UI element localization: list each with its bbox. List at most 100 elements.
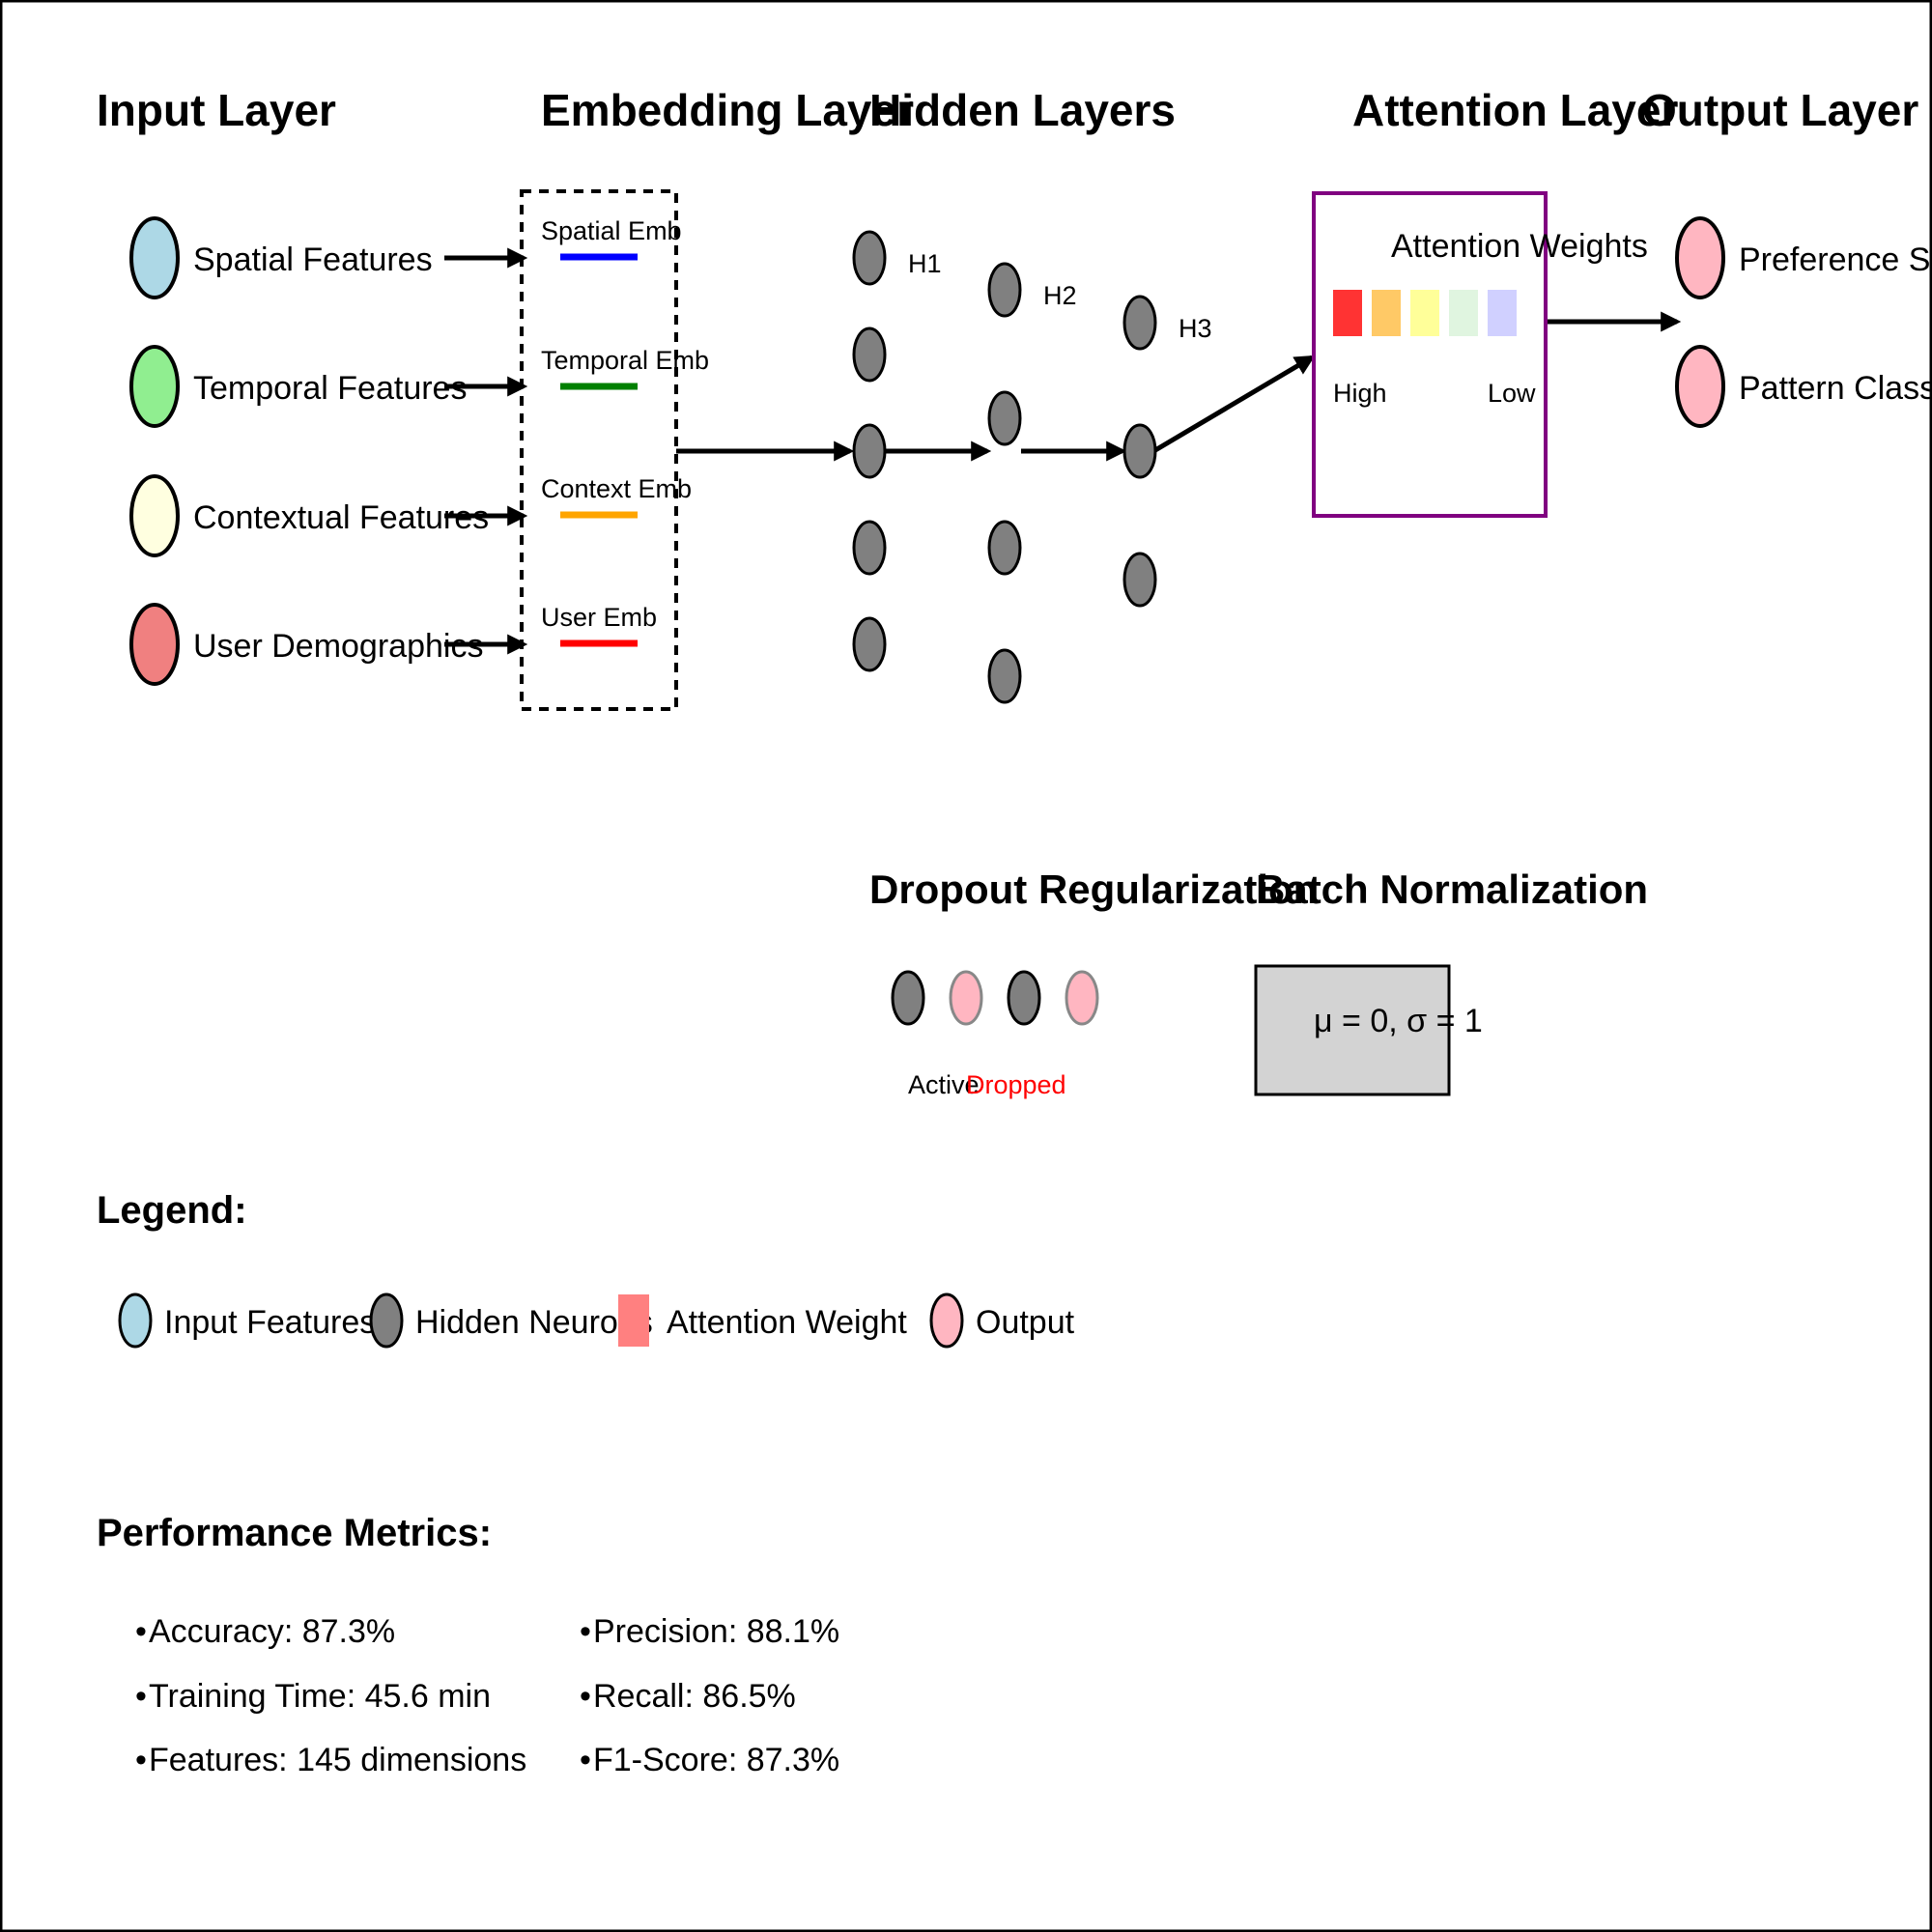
metric-bullet: •	[135, 1678, 147, 1715]
input-layer-title: Input Layer	[97, 85, 336, 135]
output-layer-title: Output Layer	[1642, 85, 1918, 135]
batchnorm-title: Batch Normalization	[1256, 867, 1648, 912]
metrics-right: • Precision: 88.1% • Recall: 86.5% • F1-…	[580, 1613, 839, 1778]
attention-weight-cell	[1410, 290, 1439, 336]
embedding-label-user: User Emb	[541, 603, 657, 632]
hidden-neuron	[1122, 423, 1157, 479]
metric-f1: F1-Score: 87.3%	[593, 1742, 839, 1778]
metric-training-time: Training Time: 45.6 min	[149, 1678, 491, 1715]
input-label-contextual: Contextual Features	[193, 499, 489, 536]
batchnorm-box	[1254, 964, 1451, 1096]
metric-bullet: •	[580, 1613, 591, 1650]
legend-hidden-neurons: Hidden Neurons	[369, 1293, 653, 1349]
output-label-preference: Preference Score	[1739, 242, 1932, 278]
input-node-demographics: User Demographics	[129, 603, 483, 686]
hidden-label-h2: H2	[1043, 281, 1077, 310]
metric-bullet: •	[135, 1613, 147, 1650]
hidden-neuron	[852, 520, 887, 576]
embedding-temporal: Temporal Emb	[541, 346, 709, 390]
metric-precision: Precision: 88.1%	[593, 1613, 839, 1650]
metric-bullet: •	[580, 1678, 591, 1715]
legend-attention-label: Attention Weight	[667, 1304, 907, 1341]
arrow	[1153, 355, 1316, 453]
dropout-dropped-neuron	[949, 970, 983, 1026]
attention-high-label: High	[1333, 379, 1387, 408]
hidden-layers-title: Hidden Layers	[869, 85, 1176, 135]
attention-weights-title: Attention Weights	[1391, 228, 1648, 265]
embedding-user: User Emb	[541, 603, 657, 647]
embedding-box	[520, 189, 678, 711]
metric-bullet: •	[580, 1742, 591, 1778]
input-node-temporal: Temporal Features	[129, 345, 467, 428]
hidden-neuron	[987, 390, 1022, 446]
hidden-neuron	[852, 423, 887, 479]
dropout-dropped-neuron	[1065, 970, 1099, 1026]
attention-layer-title: Attention Layer	[1352, 85, 1678, 135]
metrics-left: • Accuracy: 87.3% • Training Time: 45.6 …	[135, 1613, 526, 1778]
embedding-spatial: Spatial Emb	[541, 216, 682, 261]
hidden-neuron	[987, 262, 1022, 318]
hidden-neuron	[852, 230, 887, 286]
input-label-temporal: Temporal Features	[193, 370, 467, 407]
attention-box	[1312, 191, 1548, 518]
hidden-layer-h1	[852, 230, 887, 672]
output-label-pattern: Pattern Class	[1739, 370, 1932, 407]
metric-recall: Recall: 86.5%	[593, 1678, 796, 1715]
metric-accuracy: Accuracy: 87.3%	[149, 1613, 395, 1650]
dropout-dropped-label: Dropped	[966, 1070, 1066, 1099]
attention-weight-cell	[1333, 290, 1362, 336]
legend-output-swatch	[929, 1293, 964, 1349]
output-node-circle	[1675, 216, 1725, 299]
output-node-circle	[1675, 345, 1725, 428]
hidden-layer-h2	[987, 262, 1022, 704]
dropout-title: Dropout Regularization	[869, 867, 1318, 912]
metric-bullet: •	[135, 1742, 147, 1778]
input-label-demographics: User Demographics	[193, 628, 483, 665]
attention-weight-cell	[1372, 290, 1401, 336]
attention-low-label: Low	[1488, 379, 1536, 408]
hidden-neuron	[1122, 552, 1157, 608]
hidden-neuron	[1122, 295, 1157, 351]
batchnorm-formula: μ = 0, σ = 1	[1314, 1003, 1483, 1039]
embedding-label-context: Context Emb	[541, 474, 692, 503]
hidden-neuron	[987, 648, 1022, 704]
attention-weight-cell	[1449, 290, 1478, 336]
dropout-active-neuron	[1007, 970, 1041, 1026]
dropout-active-neuron	[891, 970, 925, 1026]
input-node-circle	[129, 345, 180, 428]
embedding-context: Context Emb	[541, 474, 692, 519]
legend-attention-swatch	[618, 1294, 649, 1347]
input-arrows	[444, 247, 528, 655]
legend-hidden-swatch	[369, 1293, 404, 1349]
embedding-layer-title: Embedding Layer	[541, 85, 914, 135]
input-node-circle	[129, 603, 180, 686]
legend-attention-weight: Attention Weight	[618, 1294, 907, 1347]
legend-title: Legend:	[97, 1189, 247, 1232]
dropout-neurons	[891, 970, 1099, 1026]
output-node-pattern: Pattern Class	[1675, 345, 1932, 428]
embedding-label-spatial: Spatial Emb	[541, 216, 682, 245]
legend-output: Output	[929, 1293, 1075, 1349]
hidden-neuron	[852, 327, 887, 383]
legend-input-swatch	[118, 1293, 153, 1349]
input-node-contextual: Contextual Features	[129, 474, 489, 557]
legend-hidden-label: Hidden Neurons	[415, 1304, 653, 1341]
legend-input-features: Input Features	[118, 1293, 376, 1349]
hidden-label-h3: H3	[1179, 314, 1212, 343]
legend-output-label: Output	[976, 1304, 1075, 1341]
attention-weight-cells	[1333, 290, 1517, 336]
attention-weight-cell	[1488, 290, 1517, 336]
dropout-active-label: Active	[908, 1070, 980, 1099]
input-node-spatial: Spatial Features	[129, 216, 433, 299]
embedding-label-temporal: Temporal Emb	[541, 346, 709, 375]
metrics-title: Performance Metrics:	[97, 1512, 492, 1554]
output-node-preference: Preference Score	[1675, 216, 1932, 299]
metric-features: Features: 145 dimensions	[149, 1742, 526, 1778]
hidden-layer-h3	[1122, 295, 1157, 608]
hidden-neuron	[987, 520, 1022, 576]
input-label-spatial: Spatial Features	[193, 242, 433, 278]
flow-arrows	[676, 311, 1682, 462]
hidden-label-h1: H1	[908, 249, 942, 278]
input-node-circle	[129, 216, 180, 299]
